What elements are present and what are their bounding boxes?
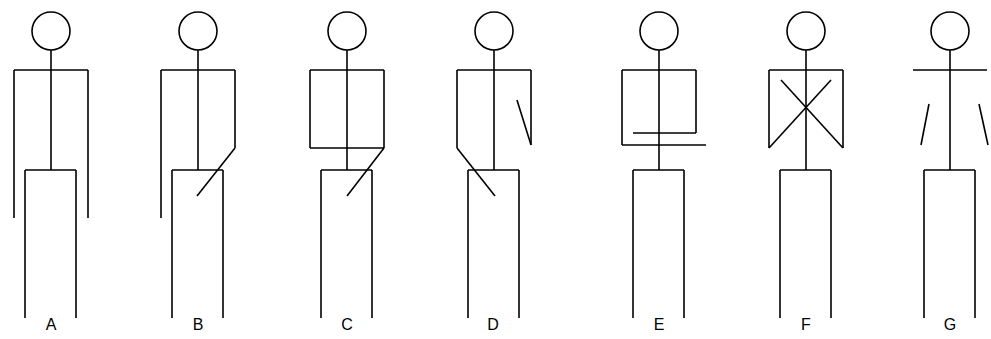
stick-figure: [769, 12, 843, 318]
upper-arm: [695, 70, 697, 133]
spine: [949, 50, 951, 170]
figure-letter: G: [930, 316, 970, 334]
shoulders: [14, 69, 88, 71]
hips: [780, 169, 831, 171]
hips: [468, 169, 519, 171]
head: [328, 12, 366, 50]
upper-arm: [621, 70, 623, 145]
arm: [160, 70, 162, 218]
leg: [171, 170, 173, 318]
leg: [24, 170, 26, 318]
stick-figure: [161, 12, 235, 318]
shoulders: [310, 69, 384, 71]
shoulders: [622, 69, 696, 71]
forearm: [347, 148, 384, 196]
head: [931, 12, 969, 50]
shoulders: [769, 69, 843, 71]
hips: [924, 169, 975, 171]
upper-arm: [842, 70, 844, 148]
leg: [779, 170, 781, 318]
hips: [633, 169, 684, 171]
hips: [25, 169, 76, 171]
head: [179, 12, 217, 50]
arm: [87, 70, 89, 218]
stick-figure: [457, 12, 531, 318]
upper-arm: [530, 70, 532, 145]
stick-figure: [622, 12, 706, 318]
forearm: [517, 100, 531, 145]
spine: [346, 50, 348, 170]
stick-figure: [310, 12, 384, 318]
head: [475, 12, 513, 50]
head: [32, 12, 70, 50]
shoulders: [913, 69, 987, 71]
leg: [683, 170, 685, 318]
figure-letter: A: [31, 316, 71, 334]
spine: [197, 50, 199, 170]
upper-arm: [456, 70, 458, 148]
leg: [467, 170, 469, 318]
leg: [371, 170, 373, 318]
forearm: [633, 132, 696, 134]
figure-letter: B: [178, 316, 218, 334]
upper-arm: [309, 70, 311, 148]
leg: [632, 170, 634, 318]
head: [787, 12, 825, 50]
hips: [172, 169, 223, 171]
forearm: [197, 148, 235, 196]
forearm: [622, 144, 706, 146]
forearm: [921, 104, 929, 145]
hips: [321, 169, 372, 171]
stick-figure: [913, 12, 988, 318]
upper-arm: [768, 70, 770, 148]
head: [640, 12, 678, 50]
shoulders: [457, 69, 531, 71]
leg: [974, 170, 976, 318]
leg: [923, 170, 925, 318]
arm: [13, 70, 15, 218]
leg: [75, 170, 77, 318]
forearm: [769, 80, 831, 148]
figure-letter: C: [327, 316, 367, 334]
spine: [805, 50, 807, 170]
forearm: [781, 80, 843, 148]
stick-figure: [14, 12, 88, 318]
spine: [493, 50, 495, 170]
upper-arm: [383, 70, 385, 148]
leg: [222, 170, 224, 318]
leg: [320, 170, 322, 318]
forearm: [310, 147, 384, 149]
figure-letter: D: [473, 316, 513, 334]
shoulders: [161, 69, 235, 71]
upper-arm: [234, 70, 236, 148]
spine: [50, 50, 52, 170]
leg: [518, 170, 520, 318]
forearm: [979, 104, 988, 145]
forearm: [457, 148, 495, 196]
spine: [658, 50, 660, 170]
figure-letter: F: [786, 316, 826, 334]
leg: [830, 170, 832, 318]
figure-letter: E: [639, 316, 679, 334]
